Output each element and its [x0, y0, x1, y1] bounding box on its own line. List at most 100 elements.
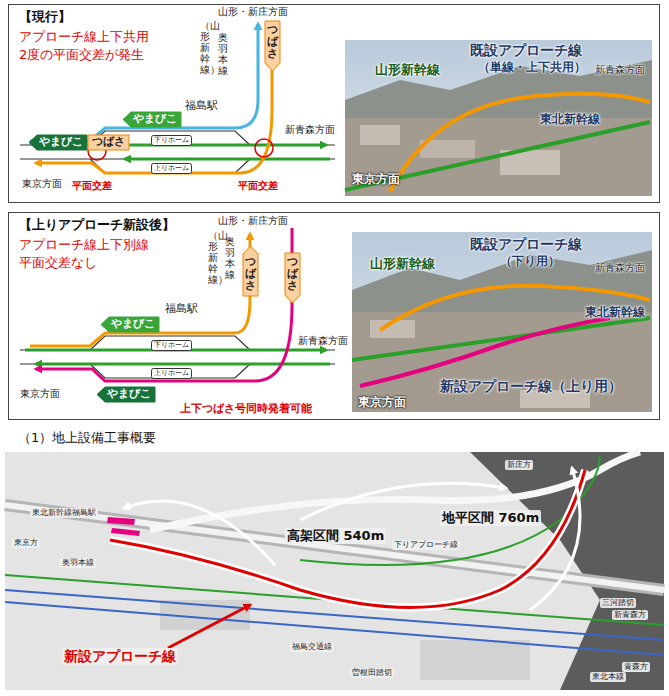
map-label: 福島駅 [185, 99, 218, 112]
site-label: 奥羽本線 [60, 558, 96, 568]
leader-arrow [168, 605, 250, 648]
site-label: 新設アプローチ線 [62, 648, 178, 665]
box-outline [152, 164, 192, 174]
box-text: つばさ [267, 24, 278, 60]
box-text: やまびこ [107, 388, 151, 401]
new-approach-line [110, 470, 585, 608]
photo-label: 山形新幹線 [370, 256, 435, 272]
platform-box: 下りホーム [151, 135, 192, 146]
train-box: やまびこ [29, 135, 87, 150]
train-path [120, 144, 326, 147]
photo-label: （下り用） [500, 254, 560, 268]
box-outline [29, 135, 87, 150]
approach-track [300, 455, 600, 565]
panel-heading: 【上りアプローチ新設後】 [19, 217, 175, 233]
photo [352, 232, 652, 412]
photo-new-approach-line [360, 318, 610, 386]
platform-box: 上りホーム [151, 163, 192, 174]
box-text: つばさ [287, 256, 298, 292]
vertical-label: 奥羽本線 [218, 32, 228, 76]
map-label: 東京方面 [20, 388, 60, 400]
rail [20, 131, 335, 173]
site-label: 新庄方 [505, 460, 533, 470]
station-platform [111, 528, 140, 536]
box-outline [88, 135, 129, 150]
box-text: 下りホーム [154, 341, 189, 349]
box-text: つばさ [92, 136, 125, 149]
site-label: 地平区間 760m [440, 510, 541, 526]
photo [345, 40, 652, 196]
photo-label: （単線・上下共用） [478, 60, 586, 74]
map-label: 東京方面 [22, 178, 62, 190]
train-box: つばさ [265, 21, 280, 71]
map-label: （1）地上設備工事概要 [18, 430, 156, 446]
box-outline [101, 317, 159, 332]
photo-label: 山形新幹線 [375, 62, 440, 78]
site-label: 高架区間 540m [285, 528, 386, 544]
photo-label: 東北新幹線 [585, 305, 645, 319]
box-text: 上りホーム [154, 369, 189, 377]
map-label: 山形・新庄方面 [218, 215, 288, 227]
box-text: 下りホーム [154, 136, 189, 144]
site-label: 東京方 [12, 538, 40, 548]
photo-shinkansen-line [352, 318, 650, 360]
box-outline [285, 253, 300, 303]
map-label: 平面交差 [238, 180, 278, 192]
site-label: 青森方 [622, 662, 650, 672]
site-label: 三河踏切 [600, 598, 636, 608]
photo-building [360, 125, 400, 145]
site-label: 東北本線 [590, 672, 626, 682]
site-label: 福島交通線 [290, 642, 334, 652]
train-box: つばさ [285, 253, 300, 303]
photo-label: 新青森方面 [595, 262, 645, 274]
train-box: やまびこ [123, 112, 181, 127]
train-box: やまびこ [101, 317, 159, 332]
box-text: 上りホーム [154, 164, 189, 172]
box-text: やまびこ [133, 113, 177, 126]
photo-city [345, 118, 652, 196]
train-box: つばさ [243, 246, 258, 296]
track-map [20, 228, 335, 381]
box-outline [152, 136, 192, 146]
vertical-label: （山形新幹線） [200, 20, 210, 75]
site-label: 東北新幹線福島駅 [30, 508, 98, 518]
box-text: やまびこ [111, 318, 155, 331]
vertical-label: （山形新幹線） [208, 230, 218, 285]
box-outline [152, 369, 192, 379]
train-path [36, 363, 330, 366]
box-text: やまびこ [39, 136, 83, 149]
box-outline [265, 21, 280, 71]
map-label: 新青森方面 [285, 124, 335, 136]
platform-box: 下りホーム [151, 340, 192, 351]
photo-city [352, 312, 652, 412]
photo-sky [345, 40, 652, 196]
site-render [5, 452, 664, 690]
train-box: つばさ [88, 135, 129, 150]
photo-sky [352, 232, 652, 412]
direction-arrow [124, 501, 275, 565]
box-text: つばさ [245, 256, 256, 292]
box-outline [243, 246, 258, 296]
panel-note: アプローチ線上下別線 [19, 237, 149, 253]
crossing-circle [255, 139, 273, 157]
photo-label: 既設アプローチ線 [470, 42, 582, 59]
map-label: 平面交差 [72, 180, 112, 192]
photo-label: 既設アプローチ線 [470, 236, 582, 253]
photo-mountain [345, 60, 652, 125]
site-label: 新青森方 [612, 610, 648, 620]
new-approach-viaduct [110, 470, 585, 608]
box-outline [123, 112, 181, 127]
site-label: 下りアプローチ線 [392, 540, 460, 550]
photo-label: 新設アプローチ線（上り用） [440, 378, 622, 395]
train-path [125, 158, 330, 161]
photo-approach-line [390, 94, 650, 192]
photo-label: 新青森方面 [595, 64, 645, 76]
site-label: 曽根田踏切 [350, 668, 394, 678]
photo-label: 東京方面 [352, 172, 400, 186]
station-platform [107, 517, 135, 525]
panel-frame: 【現行】アプローチ線上下共用2度の平面交差が発生つばさやまびこやまびこつばさ下り… [8, 4, 660, 203]
map-label: 上下つばさ号同時発着可能 [180, 402, 312, 415]
render-ground [5, 452, 664, 690]
